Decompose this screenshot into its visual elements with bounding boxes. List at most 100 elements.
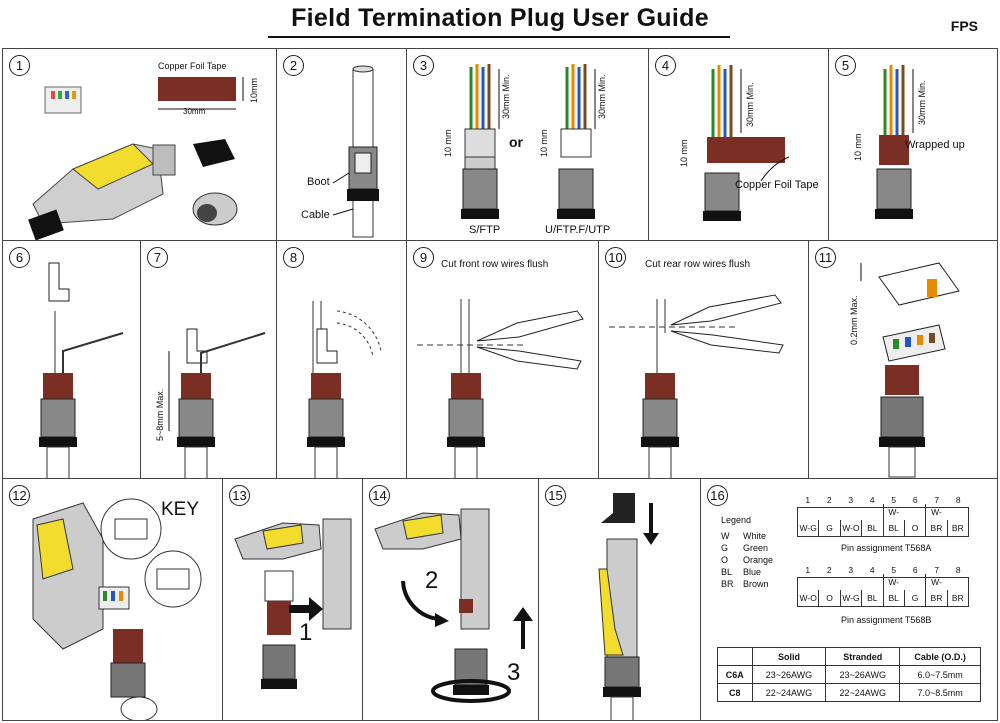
- step-number: 11: [815, 247, 836, 268]
- step-15-panel: 15: [538, 478, 702, 721]
- table-cell: 7.0~8.5mm: [899, 683, 981, 702]
- step-9-panel: 9 Cut front row wires flush: [406, 240, 600, 480]
- step-7-panel: 7 5~8mm Max.: [140, 240, 278, 480]
- or-label: or: [509, 134, 523, 150]
- step-6-panel: 6: [2, 240, 142, 480]
- step-number: 10: [605, 247, 626, 268]
- step-number: 15: [545, 485, 566, 506]
- table-header: Cable (O.D.): [899, 647, 981, 666]
- table-row: C8 22~24AWG 22~24AWG 7.0~8.5mm: [717, 683, 981, 702]
- step-10-panel: 10 Cut rear row wires flush: [598, 240, 810, 480]
- step-14-illustration: [374, 508, 533, 703]
- step-8-panel: 8: [276, 240, 408, 480]
- step-number: 9: [413, 247, 434, 268]
- step-number: 1: [9, 55, 30, 76]
- step-3-panel: 3 or S/FTP U/FTP.F/UTP 30mm Min. 30mm Mi…: [406, 48, 650, 242]
- step-8-illustration: [307, 301, 382, 479]
- step-5-illustration: [875, 65, 914, 219]
- foil-tape-label: Copper Foil Tape: [735, 179, 819, 191]
- legend-title: Legend: [721, 515, 752, 525]
- step-number: 6: [9, 247, 30, 268]
- step-13-illustration: [234, 518, 352, 689]
- boot-label: Boot: [307, 176, 330, 188]
- step-11-illustration: [860, 262, 960, 478]
- uftp-label: U/FTP.F/UTP: [545, 224, 611, 236]
- pin-caption-t568a: Pin assignment T568A: [841, 543, 932, 553]
- step-5-panel: 5 30mm Min. 10 mm Wrapped up: [828, 48, 998, 242]
- table-cell: 23~26AWG: [825, 665, 901, 684]
- pin-cell: W-G: [799, 523, 817, 533]
- step-number: 5: [835, 55, 856, 76]
- step-number: 14: [369, 485, 390, 506]
- sftp-label: S/FTP: [469, 224, 501, 236]
- step-12-panel: 12 KEY: [2, 478, 224, 721]
- height-label: 10 mm: [679, 139, 689, 167]
- step-number: 16: [707, 485, 728, 506]
- step-number: 7: [147, 247, 168, 268]
- cable-spec-table: Solid Stranded Cable (O.D.) C6A 23~26AWG…: [717, 647, 981, 702]
- pin-cell: BL: [861, 520, 882, 536]
- table-cell: 23~26AWG: [751, 665, 827, 684]
- cable-label: Cable: [301, 209, 330, 221]
- step-number: 13: [229, 485, 250, 506]
- pin-cell: O: [818, 590, 839, 606]
- step-2-marker: 2: [425, 567, 439, 594]
- page-title: Field Termination Plug User Guide: [291, 4, 709, 32]
- min-label-a: 30mm Min.: [501, 74, 511, 119]
- step-3-illustration: [461, 64, 596, 219]
- step-number: 3: [413, 55, 434, 76]
- step-2-illustration: [332, 65, 379, 238]
- table-cell: 22~24AWG: [751, 683, 827, 702]
- pin-cell: W-BL: [882, 574, 904, 606]
- min-label: 30mm Min.: [745, 82, 755, 127]
- min-label-b: 30mm Min.: [597, 74, 607, 119]
- step-4-panel: 4 30mm Min. 10 mm Copper Foil Tape: [648, 48, 830, 242]
- pin-cell: W-O: [799, 593, 817, 603]
- step-1-marker: 1: [299, 619, 313, 646]
- step-1-illustration: [28, 77, 244, 241]
- step-14-panel: 14 2 3: [362, 478, 540, 721]
- step-number: 8: [283, 247, 304, 268]
- table-header-row: Solid Stranded Cable (O.D.): [717, 647, 981, 666]
- height-label-b: 10 mm: [539, 129, 549, 157]
- max-label: 0.2mm Max.: [849, 295, 859, 345]
- step-number: 2: [283, 55, 304, 76]
- pin-cell: W-BL: [882, 504, 904, 536]
- cut-front-label: Cut front row wires flush: [441, 259, 549, 270]
- pin-cell: G: [903, 590, 925, 606]
- height-label: 10 mm: [853, 133, 863, 161]
- step-2-panel: 2 Boot Cable: [276, 48, 408, 242]
- title-underline: [268, 36, 730, 38]
- max-label: 5~8mm Max.: [155, 388, 165, 441]
- table-header: Solid: [751, 647, 827, 666]
- step-13-panel: 13 1: [222, 478, 364, 721]
- brand-label: FPS: [950, 18, 978, 34]
- key-label: KEY: [161, 499, 200, 520]
- pin-cell: W-G: [839, 590, 861, 606]
- step-12-illustration: [32, 498, 202, 720]
- step-number: 12: [9, 485, 30, 506]
- pin-cell: W-O: [839, 520, 861, 536]
- step-15-illustration: [598, 493, 659, 720]
- pin-cell: G: [818, 520, 839, 536]
- step-4-illustration: [703, 65, 790, 221]
- table-cell: 6.0~7.5mm: [899, 665, 981, 684]
- step-1-panel: 1 Copper Foil Tape 30mm 10mm: [2, 48, 278, 242]
- foil-height-label: 10mm: [249, 77, 259, 103]
- step-7-illustration: [168, 328, 266, 479]
- table-cell: C6A: [717, 665, 753, 684]
- pin-caption-t568b: Pin assignment T568B: [841, 615, 932, 625]
- step-number: 4: [655, 55, 676, 76]
- step-3-marker: 3: [507, 659, 521, 686]
- step-11-panel: 11 0.2mm Max.: [808, 240, 998, 480]
- wrapped-label: Wrapped up: [905, 139, 965, 151]
- table-cell: C8: [717, 683, 753, 702]
